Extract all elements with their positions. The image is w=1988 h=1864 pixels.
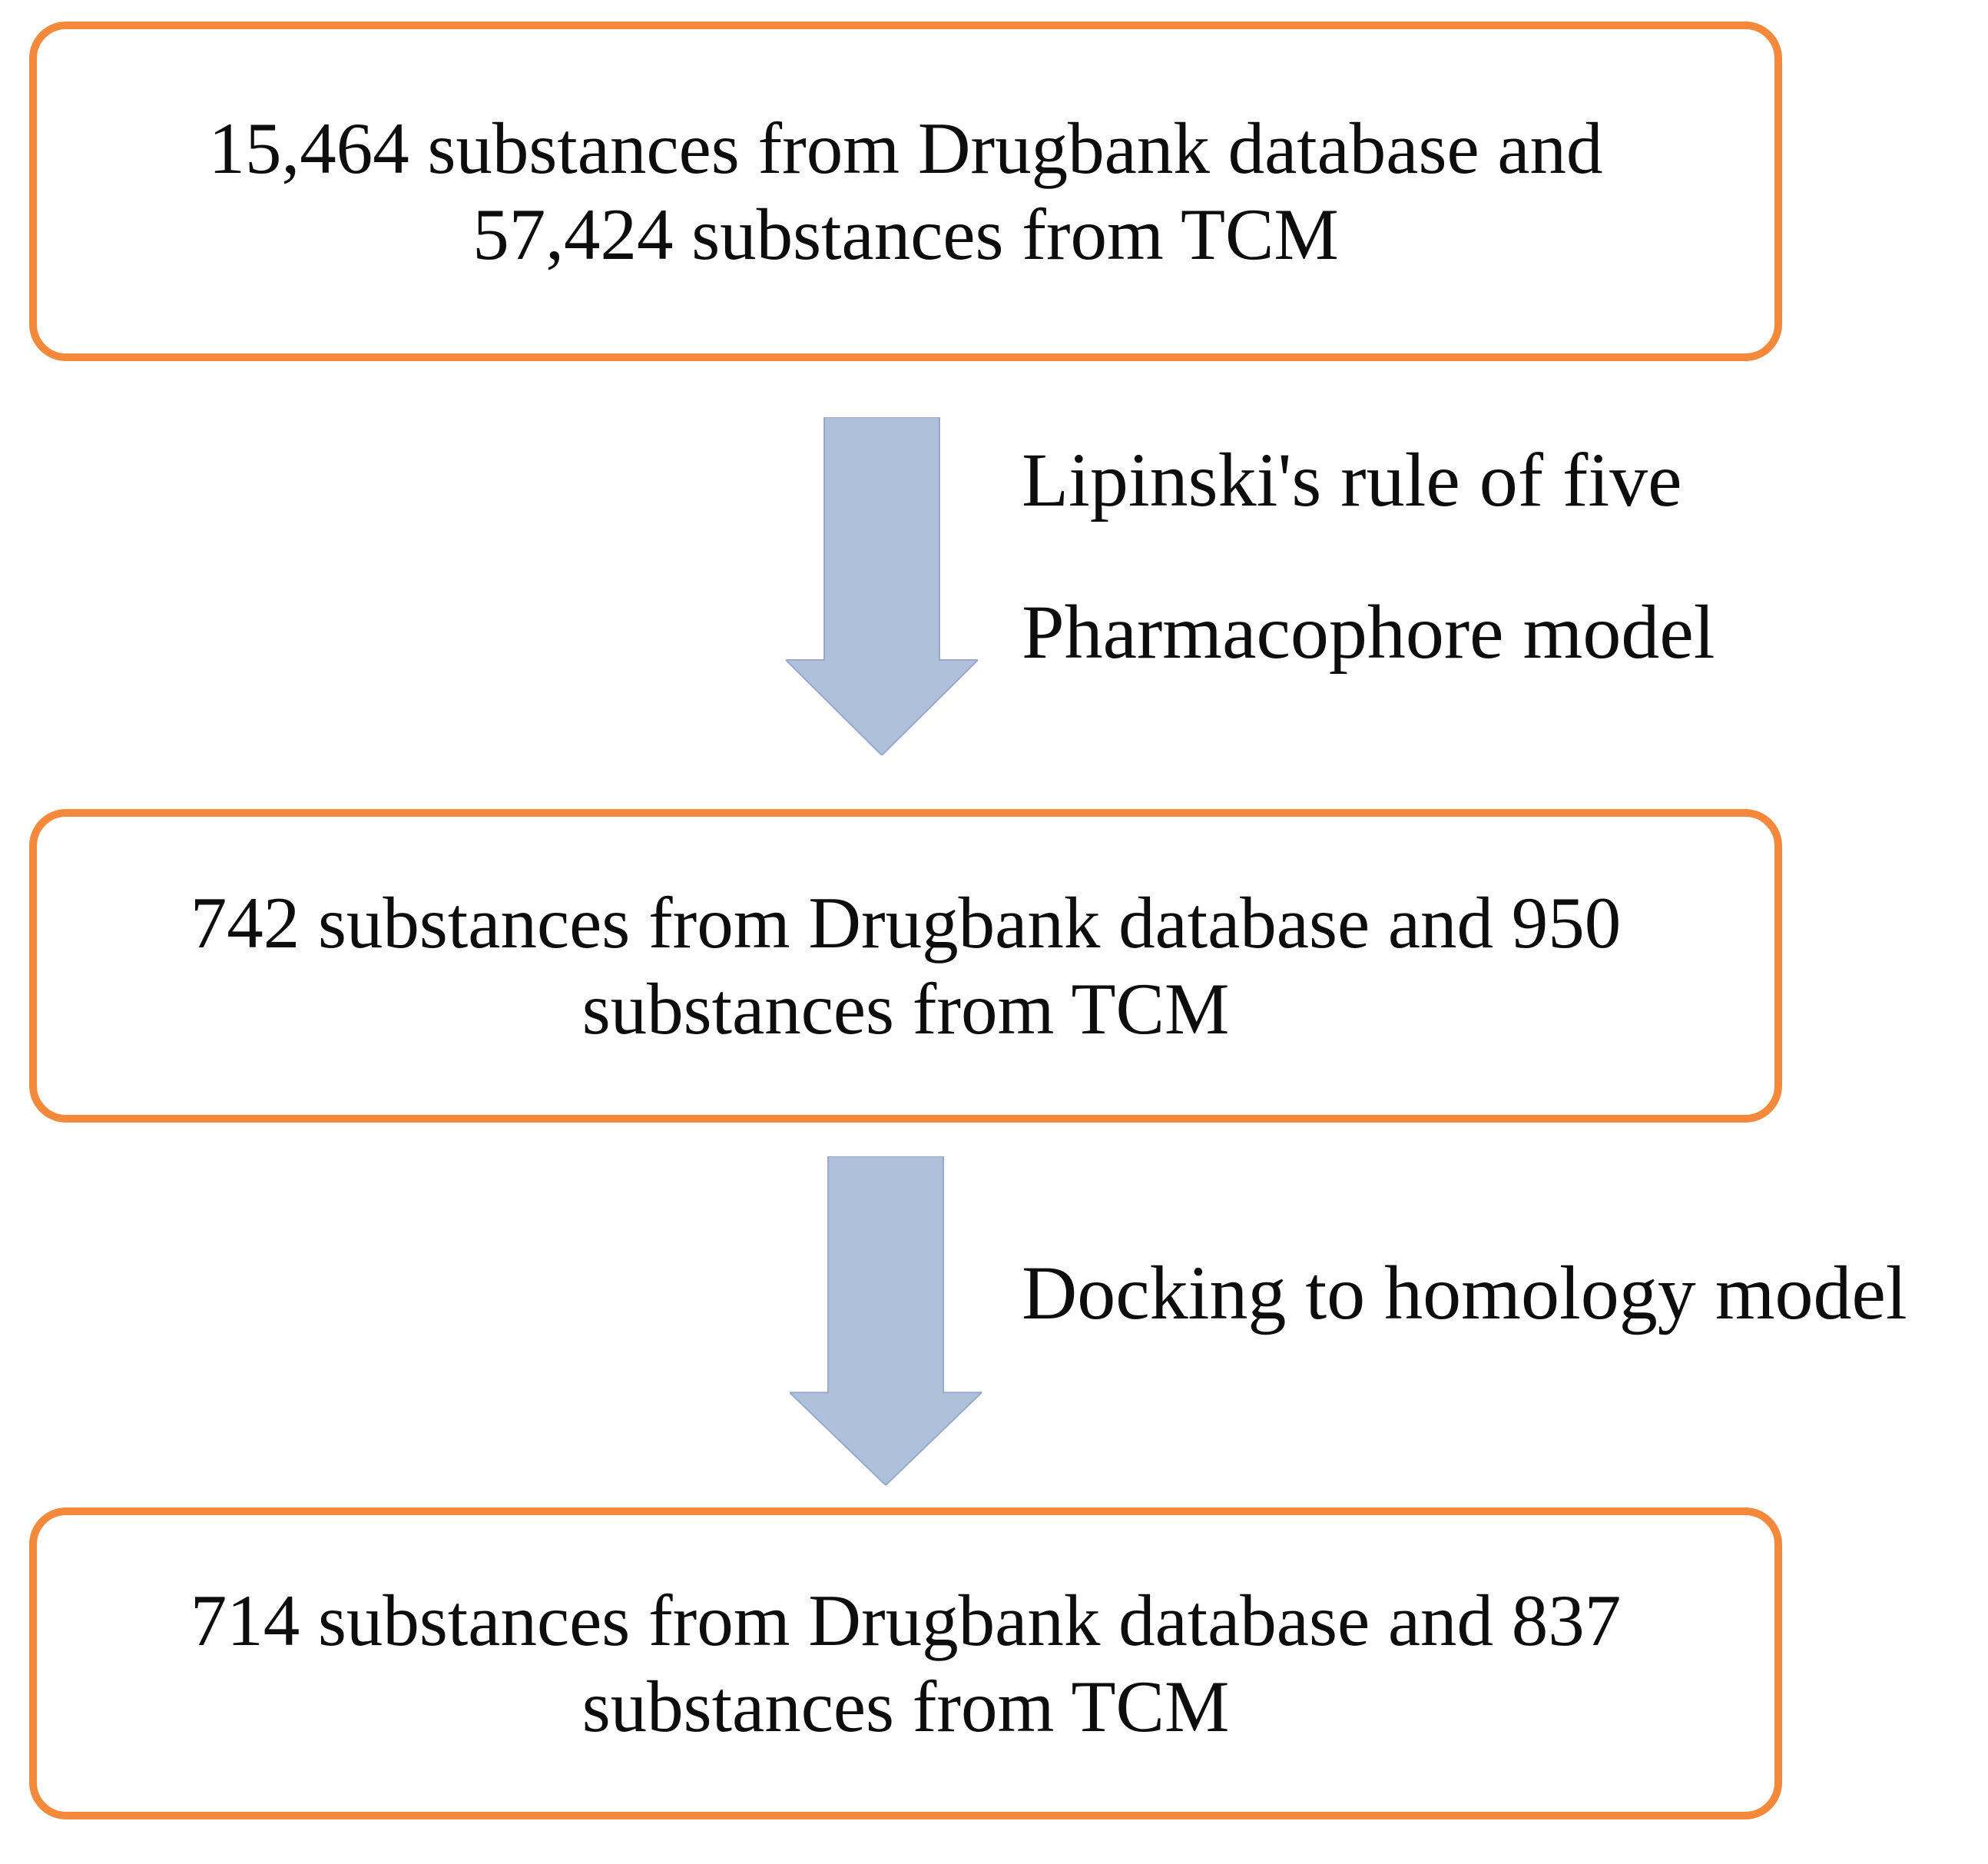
down-arrow-icon	[790, 1156, 982, 1485]
box1-text-line1: 15,464 substances from Drugbank database…	[208, 107, 1603, 189]
box3-text-line1: 714 substances from Drugbank database an…	[190, 1579, 1622, 1661]
down-arrow-icon	[786, 417, 978, 755]
down-arrow-shape	[790, 1156, 982, 1485]
flow-box-initial-substances: 15,464 substances from Drugbank database…	[29, 22, 1782, 361]
filter-step-label-lipinski: Lipinski's rule of five	[1022, 437, 1682, 522]
down-arrow-shape	[786, 417, 978, 755]
filter-step-label-pharmacophore: Pharmacophore model	[1022, 589, 1715, 675]
box2-text-line2: substances from TCM	[581, 968, 1230, 1050]
filter-step-label-docking: Docking to homology model	[1022, 1250, 1907, 1335]
box1-text-line2: 57,424 substances from TCM	[472, 194, 1339, 275]
flow-box-docked-substances: 714 substances from Drugbank database an…	[29, 1507, 1782, 1819]
box2-text-line1: 742 substances from Drugbank database an…	[190, 881, 1622, 964]
box3-text-line2: substances from TCM	[581, 1666, 1230, 1747]
flow-box-filtered-substances: 742 substances from Drugbank database an…	[29, 809, 1782, 1123]
